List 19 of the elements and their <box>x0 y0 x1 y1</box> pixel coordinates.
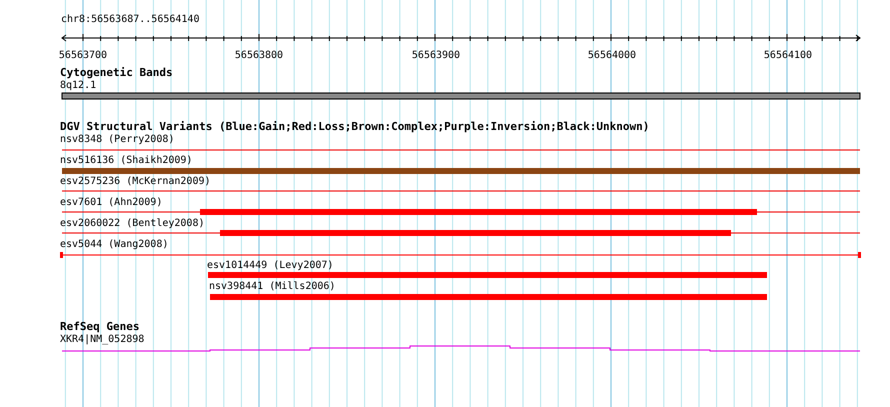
gene-label: XKR4|NM_052898 <box>60 334 144 346</box>
chromosome-position: chr8:56563687..56564140 <box>61 14 200 26</box>
tick-label: 56563800 <box>234 50 284 62</box>
variant-label: nsv516136 (Shaikh2009) <box>60 155 192 167</box>
variant-label: esv7601 (Ahn2009) <box>60 197 162 209</box>
tick-label: 56563900 <box>412 50 460 62</box>
tick-label: 56564100 <box>764 50 812 62</box>
variant-label: nsv398441 (Mills2006) <box>209 281 336 293</box>
tick-label: 56564000 <box>588 50 636 62</box>
track-title: Cytogenetic Bands <box>60 67 173 79</box>
track-title: RefSeq Genes <box>60 321 140 333</box>
variant-label: esv2575236 (McKernan2009) <box>60 176 211 188</box>
track-title: DGV Structural Variants (Blue:Gain;Red:Loss;Brown:Complex;Purple:Inversion;Black:Unknown) <box>60 121 650 133</box>
tick-label: 56563700 <box>58 50 108 62</box>
variant-label: esv2060022 (Bentley2008) <box>60 218 204 230</box>
variant-label: nsv8348 (Perry2008) <box>60 134 174 146</box>
band-label: 8q12.1 <box>60 80 96 92</box>
variant-label: esv1014449 (Levy2007) <box>207 260 334 272</box>
variant-label: esv5044 (Wang2008) <box>60 239 168 251</box>
